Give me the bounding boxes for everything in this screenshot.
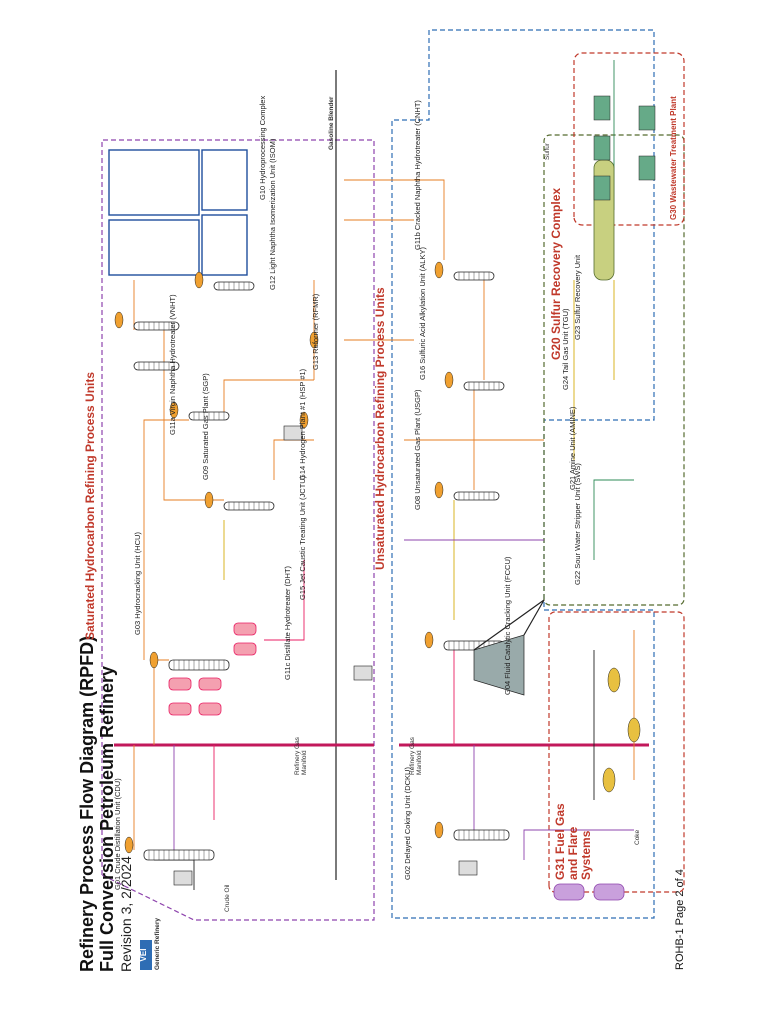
reflux-drum xyxy=(434,821,444,839)
org-logo: VEI xyxy=(139,940,152,970)
wwtp-tank xyxy=(593,95,611,121)
label-gasoline-blender: Gasoline Blender xyxy=(328,96,335,150)
unsaturated-region-title: Unsaturated Hydrocarbon Refining Process… xyxy=(373,287,387,570)
unit-g11a: G11a Virgin Naphtha Hydrotreater (VNHT) xyxy=(168,294,177,435)
wwtp-region-title: G30 Wastewater Treatment Plant xyxy=(669,96,678,220)
label-gas-manifold-2: Refinery Gas Manifold xyxy=(409,737,424,775)
landscape-drawing: Refinery Process Flow Diagram (RPFD) Ful… xyxy=(74,29,694,980)
unit-g08: G08 Unsaturated Gas Plant (USGP) xyxy=(413,389,422,510)
wwtp-tank xyxy=(593,135,611,161)
process-flow-line xyxy=(143,419,189,660)
reflux-drum xyxy=(434,261,444,279)
unit-g10: G10 Hydroprocessing Complex xyxy=(258,95,267,200)
process-flow-line xyxy=(264,560,305,641)
fuelgas-region-title: G31 Fuel Gas and Flare Systems xyxy=(553,803,594,880)
coke-drum xyxy=(593,883,625,901)
unit-g11b: G11b Cracked Naphtha Hydrotreater (CNHT) xyxy=(413,100,422,250)
fired-heater xyxy=(173,870,193,886)
unit-g14: G14 Hydrogen Plant #1 (HSP #1) xyxy=(298,368,307,480)
fuel-gas-drum xyxy=(607,667,621,693)
wwtp-region-border xyxy=(573,52,685,226)
g10-box-3 xyxy=(201,214,248,276)
reactor-vessel xyxy=(198,702,222,716)
reflux-drum xyxy=(124,836,134,854)
label-crude-oil: Crude Oil xyxy=(224,884,231,912)
g10-box-2 xyxy=(108,149,200,216)
reactor-vessel xyxy=(168,702,192,716)
process-flow-line xyxy=(523,829,634,860)
saturated-region-title: Saturated Hydrocarbon Refining Process U… xyxy=(83,371,97,640)
label-coke: Coke xyxy=(634,829,641,845)
fired-heater xyxy=(353,665,373,681)
g10-box-1 xyxy=(108,219,200,276)
distillation-column xyxy=(133,321,180,331)
reflux-drum xyxy=(194,271,204,289)
reflux-drum xyxy=(204,491,214,509)
doc-id: ROHB-1 Page 2 of 4 xyxy=(674,869,686,970)
fuel-gas-drum xyxy=(602,767,616,793)
unit-g16: G16 Sulfuric Acid Alkylation Unit (ALKY) xyxy=(418,247,427,380)
diagram-title: Refinery Process Flow Diagram (RPFD) xyxy=(77,635,97,972)
fired-heater xyxy=(283,425,303,441)
g10-box-4 xyxy=(201,149,248,211)
reactor-vessel xyxy=(198,677,222,691)
flow-lines xyxy=(133,60,635,890)
process-flow-line xyxy=(344,179,445,260)
reflux-drum xyxy=(444,371,454,389)
reflux-drum xyxy=(434,481,444,499)
reflux-drum xyxy=(424,631,434,649)
unit-g11c: G11c Distillate Hydrotreater (DHT) xyxy=(283,565,292,680)
unsaturated-region-border xyxy=(391,29,655,919)
org-name: Generic Refinery xyxy=(154,917,161,970)
unit-g02: G02 Delayed Coking Unit (DCKU) xyxy=(403,767,412,880)
reflux-drum xyxy=(114,311,124,329)
distillation-column xyxy=(133,361,180,371)
process-flow-line xyxy=(593,479,634,560)
label-sulfur: Sulfur xyxy=(544,143,551,160)
unit-g03: G03 Hydrocracking Unit (HCU) xyxy=(133,532,142,635)
reflux-drum xyxy=(299,411,309,429)
process-flow-line xyxy=(163,330,224,501)
fcc-riser xyxy=(473,599,545,651)
unit-g04: G04 Fluid Catalytic Cracking Unit (FCCU) xyxy=(503,556,512,695)
fcc-standpipe xyxy=(523,599,545,636)
wwtp-tank xyxy=(593,175,611,201)
process-flow-line xyxy=(153,659,169,745)
label-gas-manifold-1: Refinery Gas Manifold xyxy=(294,737,309,775)
process-diagram-svg xyxy=(101,29,685,921)
reactor-vessel xyxy=(233,622,257,636)
process-flow-line xyxy=(223,379,314,420)
unit-satgas: G09 Saturated Gas Plant (SGP) xyxy=(201,373,210,480)
reflux-drum xyxy=(309,331,319,349)
reflux-drum xyxy=(169,401,179,419)
equipment xyxy=(114,95,656,901)
unit-g24: G24 Tail Gas Unit (TGU) xyxy=(561,308,570,390)
fuel-gas-drum xyxy=(627,717,641,743)
unit-g13: G13 Reformer (RFMR) xyxy=(311,293,320,370)
distillation-column xyxy=(453,491,500,501)
coke-drum xyxy=(553,883,585,901)
reactor-vessel xyxy=(233,642,257,656)
unit-g23: G23 Sulfur Recovery Unit xyxy=(573,254,582,340)
unit-g12: G12 Light Naphtha Isomerization Unit (IS… xyxy=(268,138,277,290)
reactor-vessel xyxy=(168,677,192,691)
unit-g22: G22 Sour Water Stripper Unit (SWS) xyxy=(573,463,582,585)
distillation-column xyxy=(453,829,510,841)
unit-g01: G01 Crude Distillation Unit (CDU) xyxy=(113,778,122,890)
unit-g15: G15 Jet Caustic Treating Unit (JCTU) xyxy=(298,475,307,600)
wwtp-tank xyxy=(638,155,656,181)
fired-heater xyxy=(458,860,478,876)
saturated-region-border xyxy=(101,139,375,921)
wwtp-tank xyxy=(638,105,656,131)
process-flow-line xyxy=(273,439,314,480)
reflux-drum xyxy=(149,651,159,669)
